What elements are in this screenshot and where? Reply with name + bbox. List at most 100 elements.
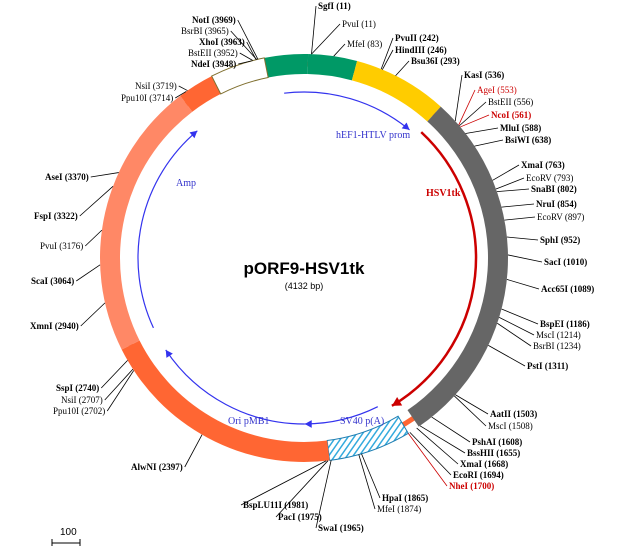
site-label-ecorv-16: EcoRV (897) bbox=[537, 212, 584, 222]
arrowhead-amp_arrow bbox=[189, 130, 198, 139]
feature-label-hef1: hEF1-HTLV prom bbox=[336, 130, 410, 141]
site-leader-xmai-28 bbox=[416, 427, 459, 465]
site-leader-kasi-6 bbox=[454, 74, 463, 122]
site-label-scai-41: ScaI (3064) bbox=[31, 276, 74, 286]
site-label-paci-34: PacI (1975) bbox=[278, 512, 322, 522]
site-label-nsii-45: NsiI (3719) bbox=[135, 81, 177, 91]
site-label-sgfi-0: SgfI (11) bbox=[318, 1, 351, 11]
site-label-kasi-6: KasI (536) bbox=[464, 70, 504, 80]
site-label-xmni-40: XmnI (2940) bbox=[30, 321, 79, 331]
plasmid-size: (4132 bp) bbox=[285, 281, 324, 291]
site-leader-bsrbi-48 bbox=[230, 30, 258, 60]
site-leader-nrui-15 bbox=[501, 203, 535, 208]
plasmid-name: pORF9-HSV1tk bbox=[244, 259, 365, 278]
site-leader-ecori-29 bbox=[409, 432, 452, 476]
site-leader-sspi-37 bbox=[100, 360, 128, 389]
site-label-ppu10i-39: Ppu10I (2702) bbox=[53, 406, 105, 416]
site-leader-noti-47 bbox=[237, 19, 259, 60]
site-leader-nsii-38 bbox=[104, 368, 134, 401]
feature-amp bbox=[99, 95, 193, 350]
site-label-pvui-42: PvuI (3176) bbox=[40, 241, 83, 251]
site-label-snabi-14: SnaBI (802) bbox=[531, 184, 577, 194]
arrow-prom_arrow bbox=[284, 91, 410, 131]
site-label-swai-35: SwaI (1965) bbox=[318, 523, 364, 533]
site-leader-alwni-36 bbox=[184, 434, 203, 468]
site-label-psti-23: PstI (1311) bbox=[527, 361, 568, 371]
site-label-pvuii-3: PvuII (242) bbox=[395, 33, 439, 43]
site-leader-mlui-10 bbox=[465, 127, 499, 134]
site-leader-acc65i-19 bbox=[506, 279, 540, 290]
site-leader-ndei-51 bbox=[238, 60, 252, 65]
arrow-ori_arrow bbox=[165, 349, 305, 425]
arrowhead-ori_arrow bbox=[165, 349, 173, 358]
site-leader-pvui-1 bbox=[311, 23, 341, 55]
site-label-agei-7: AgeI (553) bbox=[477, 85, 517, 95]
site-leader-hindiii-4 bbox=[381, 49, 394, 70]
feature-segments bbox=[99, 54, 509, 462]
arrowhead-hsv1tk_arrow bbox=[391, 396, 403, 406]
site-label-bsrbi-22: BsrBI (1234) bbox=[533, 341, 581, 351]
site-leader-saci-18 bbox=[507, 254, 543, 263]
feature-gap bbox=[180, 76, 221, 112]
site-label-xmai-28: XmaI (1668) bbox=[460, 459, 508, 469]
site-label-noti-47: NotI (3969) bbox=[192, 15, 236, 25]
site-leader-ecorv-16 bbox=[504, 216, 536, 221]
site-label-ecori-29: EcoRI (1694) bbox=[453, 470, 504, 480]
site-label-xhoi-49: XhoI (3963) bbox=[199, 37, 245, 47]
site-leader-bspei-20 bbox=[501, 308, 539, 325]
site-leader-mfei-32 bbox=[358, 454, 376, 510]
arrowhead-prom_arrow bbox=[401, 122, 410, 130]
feature-label-sv40: SV40 p(A) bbox=[340, 416, 384, 427]
site-label-bsteii-8: BstEII (556) bbox=[488, 97, 533, 107]
site-label-nsii-38: NsiI (2707) bbox=[61, 395, 103, 405]
site-label-bsu36i-5: Bsu36I (293) bbox=[411, 56, 460, 66]
arrow-hsv1tk_arrow bbox=[391, 131, 478, 407]
site-leader-aatii-24 bbox=[455, 394, 489, 415]
site-leader-mfei-2 bbox=[333, 43, 346, 57]
site-leader-sphi-17 bbox=[506, 236, 539, 241]
site-leader-xhoi-49 bbox=[246, 41, 257, 60]
site-leader-bsrbi-22 bbox=[497, 322, 532, 347]
site-leader-xmai-12 bbox=[492, 164, 520, 181]
feature-hef1 bbox=[264, 54, 309, 78]
site-label-hpai-31: HpaI (1865) bbox=[382, 493, 428, 503]
arrow-amp_arrow bbox=[137, 130, 198, 329]
site-leader-agei-7 bbox=[458, 89, 476, 126]
site-leader-pvui-42 bbox=[84, 229, 103, 247]
site-label-bspei-20: BspEI (1186) bbox=[540, 319, 590, 329]
site-label-alwni-36: AlwNI (2397) bbox=[131, 462, 183, 472]
site-leader-msci-25 bbox=[454, 395, 487, 427]
feature-label-hsv1tk: HSV1tk bbox=[426, 188, 461, 199]
site-leader-ncoi-9 bbox=[460, 114, 490, 128]
arrowhead-sv40_arrow bbox=[304, 420, 312, 428]
site-leader-snabi-14 bbox=[496, 188, 530, 193]
site-leader-nsii-45 bbox=[178, 85, 188, 91]
site-leader-fspi-43 bbox=[79, 186, 114, 217]
site-label-mfei-2: MfeI (83) bbox=[347, 39, 382, 49]
site-label-ndei-51: NdeI (3948) bbox=[191, 59, 236, 69]
site-leader-sgfi-0 bbox=[311, 5, 317, 55]
site-leader-pshai-26 bbox=[431, 416, 471, 443]
site-leader-nhei-30 bbox=[407, 433, 448, 487]
site-leader-bsshii-27 bbox=[419, 425, 466, 454]
feature-ori bbox=[121, 340, 330, 462]
site-label-nrui-15: NruI (854) bbox=[536, 199, 577, 209]
site-leader-lines bbox=[76, 5, 543, 529]
site-label-ecorv-13: EcoRV (793) bbox=[526, 173, 573, 183]
feature-mcs bbox=[211, 57, 269, 95]
site-label-mlui-10: MluI (588) bbox=[500, 123, 541, 133]
site-label-aatii-24: AatII (1503) bbox=[490, 409, 537, 419]
site-label-bsrbi-48: BsrBI (3965) bbox=[181, 26, 229, 36]
site-label-msci-21: MscI (1214) bbox=[536, 330, 581, 340]
site-leader-asei-44 bbox=[90, 172, 119, 178]
site-label-ppu10i-46: Ppu10I (3714) bbox=[121, 93, 173, 103]
site-label-acc65i-19: Acc65I (1089) bbox=[541, 284, 594, 294]
site-label-bsshii-27: BssHII (1655) bbox=[467, 448, 520, 458]
site-label-hindiii-4: HindIII (246) bbox=[395, 45, 447, 55]
site-label-sphi-17: SphI (952) bbox=[540, 235, 580, 245]
site-leader-bsu36i-5 bbox=[395, 60, 410, 76]
site-leader-ppu10i-39 bbox=[106, 370, 135, 412]
site-label-asei-44: AseI (3370) bbox=[45, 172, 89, 182]
